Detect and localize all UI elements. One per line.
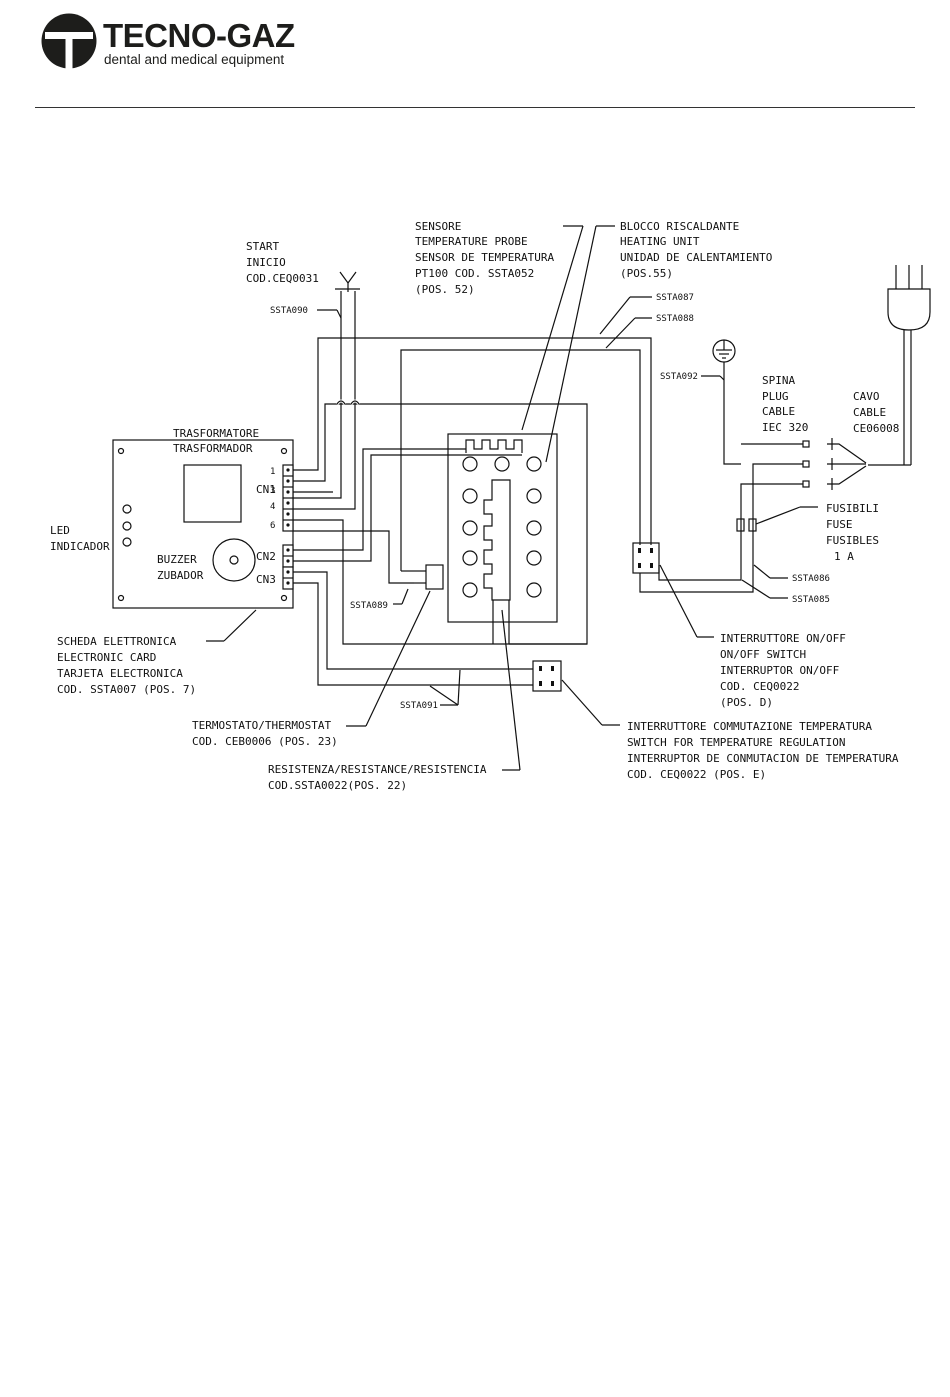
thermostat-plug [414,564,444,590]
svg-text:CAVO: CAVO [853,390,880,403]
svg-text:BLOCCO RISCALDANTE: BLOCCO RISCALDANTE [620,220,739,233]
svg-text:SENSORE: SENSORE [415,220,461,233]
svg-text:INTERRUTTORE ON/OFF: INTERRUTTORE ON/OFF [720,632,846,645]
svg-text:6: 6 [270,521,275,531]
connector-cn1 [282,464,294,532]
svg-text:FUSIBLES: FUSIBLES [826,534,879,547]
svg-text:1: 1 [270,467,275,477]
svg-text:SENSOR DE TEMPERATURA: SENSOR DE TEMPERATURA [415,251,554,264]
svg-text:INICIO: INICIO [246,256,286,269]
svg-text:START: START [246,240,279,253]
svg-text:CABLE: CABLE [762,405,795,418]
page-header: TECNO-GAZ dental and medical equipment [0,0,950,120]
ground-icon [712,339,736,363]
svg-text:INDICADOR: INDICADOR [50,540,110,553]
svg-text:BUZZER: BUZZER [157,553,197,566]
svg-text:IEC 320: IEC 320 [762,421,808,434]
on-off-switch-label: INTERRUTTORE ON/OFF ON/OFF SWITCH INTERR… [720,632,846,709]
fuse-label: FUSIBILI FUSE FUSIBLES 1 A [826,502,879,563]
svg-text:ZUBADOR: ZUBADOR [157,569,204,582]
svg-text:FUSIBILI: FUSIBILI [826,502,879,515]
svg-text:SSTA089: SSTA089 [350,601,388,611]
svg-text:COD. SSTA007 (POS. 7): COD. SSTA007 (POS. 7) [57,683,196,696]
svg-text:COD.CEQ0031: COD.CEQ0031 [246,272,319,285]
plug-label: SPINA PLUG CABLE IEC 320 [762,374,808,434]
wire-code-labels: SSTA090 SSTA087 SSTA088 SSTA092 SSTA089 … [270,293,830,711]
svg-text:HEATING UNIT: HEATING UNIT [620,235,700,248]
svg-text:SSTA087: SSTA087 [656,293,694,303]
svg-text:TRASFORMADOR: TRASFORMADOR [173,442,253,455]
heating-unit-label: BLOCCO RISCALDANTE HEATING UNIT UNIDAD D… [620,220,772,280]
svg-text:ELECTRONIC CARD: ELECTRONIC CARD [57,651,156,664]
wire-crossings [335,399,361,405]
brand-name: TECNO-GAZ [103,17,295,54]
wiring [293,291,803,686]
svg-text:(POS. 52): (POS. 52) [415,283,475,296]
svg-text:SSTA086: SSTA086 [792,574,830,584]
svg-text:UNIDAD DE CALENTAMIENTO: UNIDAD DE CALENTAMIENTO [620,251,772,264]
svg-text:COD.SSTA0022(POS. 22): COD.SSTA0022(POS. 22) [268,779,407,792]
connector-labels: CN1 CN2 CN3 1 3 4 6 [256,467,276,586]
thermostat-label: TERMOSTATO/THERMOSTAT COD. CEB0006 (POS.… [192,719,338,748]
svg-text:COD. CEQ0022: COD. CEQ0022 [720,680,799,693]
svg-text:TRASFORMATORE: TRASFORMATORE [173,427,259,440]
svg-text:INTERRUTTORE COMMUTAZIONE TEMP: INTERRUTTORE COMMUTAZIONE TEMPERATURA [627,720,872,733]
svg-text:SSTA091: SSTA091 [400,701,438,711]
svg-text:SSTA090: SSTA090 [270,306,308,316]
resistance-label: RESISTENZA/RESISTANCE/RESISTENCIA COD.SS… [268,763,487,792]
tecno-gaz-logo-icon [41,13,97,70]
buzzer-label: BUZZER ZUBADOR [157,553,204,582]
svg-text:TERMOSTATO/THERMOSTAT: TERMOSTATO/THERMOSTAT [192,719,331,732]
svg-text:3: 3 [270,486,275,496]
svg-text:SSTA085: SSTA085 [792,595,830,605]
svg-text:1 A: 1 A [834,550,854,563]
led-label: LED INDICADOR [50,524,110,553]
svg-text:SPINA: SPINA [762,374,795,387]
svg-text:TARJETA ELECTRONICA: TARJETA ELECTRONICA [57,667,183,680]
transformer-label: TRASFORMATORE TRASFORMADOR [173,427,259,455]
svg-text:INTERRUPTOR DE CONMUTACION DE: INTERRUPTOR DE CONMUTACION DE TEMPERATUR… [627,752,899,765]
svg-text:FUSE: FUSE [826,518,853,531]
cable-label: CAVO CABLE CE06008 [853,390,899,435]
svg-text:CN3: CN3 [256,573,276,586]
header-divider [35,107,915,108]
svg-text:SWITCH FOR TEMPERATURE REGULAT: SWITCH FOR TEMPERATURE REGULATION [627,736,846,749]
svg-text:COD. CEQ0022 (POS. E): COD. CEQ0022 (POS. E) [627,768,766,781]
temperature-switch-label: INTERRUTTORE COMMUTAZIONE TEMPERATURA SW… [627,720,899,781]
leader-lines [206,225,818,771]
connector-cn2 [282,544,294,568]
svg-text:COD. CEB0006 (POS. 23): COD. CEB0006 (POS. 23) [192,735,338,748]
svg-text:ON/OFF SWITCH: ON/OFF SWITCH [720,648,806,661]
svg-text:PLUG: PLUG [762,390,789,403]
temperature-switch [532,660,562,692]
connector-cn3 [282,566,294,590]
svg-text:SSTA092: SSTA092 [660,372,698,382]
electronic-card [112,439,294,609]
svg-text:PT100 COD. SSTA052: PT100 COD. SSTA052 [415,267,534,280]
svg-text:INTERRUPTOR ON/OFF: INTERRUPTOR ON/OFF [720,664,839,677]
mains-plug-icon [868,265,931,466]
svg-text:CN2: CN2 [256,550,276,563]
brand-tagline: dental and medical equipment [104,52,285,67]
electronic-card-label: SCHEDA ELETTRONICA ELECTRONIC CARD TARJE… [57,635,196,696]
start-antenna-icon [335,271,360,292]
sensor-label: SENSORE TEMPERATURE PROBE SENSOR DE TEMP… [415,220,554,296]
svg-text:4: 4 [270,502,275,512]
svg-text:(POS.55): (POS.55) [620,267,673,280]
svg-text:CE06008: CE06008 [853,422,899,435]
svg-text:(POS. D): (POS. D) [720,696,773,709]
svg-text:SCHEDA ELETTRONICA: SCHEDA ELETTRONICA [57,635,177,648]
svg-text:TEMPERATURE PROBE: TEMPERATURE PROBE [415,235,528,248]
start-label: START INICIO COD.CEQ0031 [246,240,319,285]
svg-text:LED: LED [50,524,70,537]
on-off-switch [632,542,660,574]
svg-text:SSTA088: SSTA088 [656,314,694,324]
svg-text:CABLE: CABLE [853,406,886,419]
svg-text:CN1: CN1 [256,483,276,496]
iec-socket [802,438,867,490]
heating-unit [447,433,558,623]
svg-text:RESISTENZA/RESISTANCE/RESISTEN: RESISTENZA/RESISTANCE/RESISTENCIA [268,763,487,776]
